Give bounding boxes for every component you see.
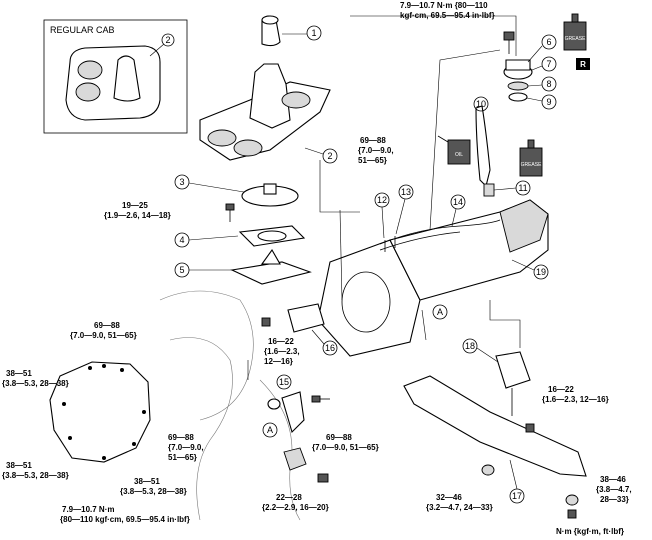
callout-13: 13	[401, 187, 411, 197]
shift-lever-10	[475, 105, 491, 188]
inset-title: REGULAR CAB	[50, 25, 115, 35]
torque-bell-top-2: {7.0—9.0, 51—65}	[70, 331, 137, 340]
reference-lines	[247, 15, 521, 380]
callout-16: 16	[325, 343, 335, 353]
oil-can: OIL	[437, 135, 471, 165]
callout-11: 11	[518, 183, 527, 193]
bottom-bolt	[283, 447, 329, 483]
callout-3: 3	[179, 177, 184, 187]
inset-cupholder-1	[77, 60, 103, 80]
boot-5	[230, 248, 312, 285]
callouts: 1 2 3 4 5 6 7 8 9 10 11 12 13 14 15 16 1…	[174, 25, 557, 504]
torque-crossmember-nut-2: {3.2—4.7, 24—33}	[426, 503, 493, 512]
regular-cab-inset: REGULAR CAB 2	[43, 19, 188, 134]
bolt-left	[225, 203, 235, 222]
torque-crossmember-right-3: 28—33}	[600, 495, 629, 504]
torque-labels: 7.9—10.7 N·m {80—110 kgf·cm, 69.5—95.4 i…	[2, 1, 632, 536]
torque-bell-left-top-1: 38—51	[6, 369, 32, 378]
units-note: N·m {kgf·m, ft·lbf}	[556, 527, 624, 536]
top-parts	[503, 31, 533, 102]
oil-can-label: OIL	[455, 152, 463, 158]
crossmember-nut	[481, 464, 495, 476]
torque-bell-right-1: 69—88	[168, 433, 194, 442]
torque-bell-left-top-2: {3.8—5.3, 28—38}	[2, 379, 69, 388]
torque-bracket16-2: {1.6—2.3,	[264, 347, 300, 356]
callout-4: 4	[179, 235, 184, 245]
torque-bell-right-3: 51—65}	[168, 453, 197, 462]
torque-center-1: 69—88	[360, 136, 386, 145]
callout-1: 1	[311, 28, 316, 38]
torque-bell-right-2: {7.0—9.0,	[168, 443, 204, 452]
r-box: R	[576, 58, 590, 70]
grease-tube-right: GREASE	[519, 139, 543, 177]
torque-bracket16-1: 16—22	[268, 337, 294, 346]
torque-center-2: {7.0—9.0,	[358, 146, 394, 155]
ref-a-2: A	[267, 425, 273, 435]
torque-crossmember-bolt-2: {1.6—2.3, 12—16}	[542, 395, 609, 404]
bushing-11	[483, 183, 495, 197]
callout-17: 17	[512, 491, 522, 501]
callout-12: 12	[377, 195, 387, 205]
callout-6: 6	[546, 37, 551, 47]
mount-18	[495, 351, 535, 433]
torque-top-right-1: 7.9—10.7 N·m {80—110	[400, 1, 488, 10]
callout-15: 15	[279, 377, 289, 387]
ref-a-1: A	[437, 307, 443, 317]
callout-14: 14	[453, 197, 463, 207]
callout-7: 7	[546, 59, 551, 69]
torque-left-bolt-1: 19—25	[122, 201, 148, 210]
torque-bell-left-bottom-1: 38—51	[6, 461, 32, 470]
inset-shift-boot	[113, 55, 141, 102]
boot-retainer-3	[241, 183, 299, 207]
torque-crossmember-bolt-1: 16—22	[548, 385, 574, 394]
torque-bracket15-2: {7.0—9.0, 51—65}	[312, 443, 379, 452]
callout-8: 8	[546, 79, 551, 89]
callout-5: 5	[179, 265, 184, 275]
shift-console	[199, 63, 331, 161]
torque-top-right-2: kgf·cm, 69.5—95.4 in·lbf}	[400, 11, 495, 20]
callout-2-inset	[161, 33, 175, 47]
callout-19: 19	[536, 267, 546, 277]
bracket-15	[267, 391, 330, 434]
torque-crossmember-right-1: 38—46	[600, 475, 626, 484]
crossmember-17	[403, 375, 587, 477]
bell-housing-outline	[49, 361, 151, 463]
torque-bottom-bolt-2: {2.2—2.9, 16—20}	[262, 503, 329, 512]
torque-crossmember-right-2: {3.8—4.7,	[596, 485, 632, 494]
grease-tube-top: GREASE	[563, 13, 587, 51]
torque-left-bolt-2: {1.9—2.6, 14—18}	[104, 211, 171, 220]
transmission-case	[317, 199, 549, 357]
torque-bell-bottom-mid-2: {3.8—5.3, 28—38}	[120, 487, 187, 496]
callout-2: 2	[327, 151, 332, 161]
torque-bell-left-bottom-2: {3.8—5.3, 28—38}	[2, 471, 69, 480]
torque-bottom-bolt-1: 22—28	[276, 493, 302, 502]
grease-top-label: GREASE	[565, 36, 587, 42]
callout-9: 9	[546, 97, 551, 107]
torque-bottom-left-2: {80—110 kgf·cm, 69.5—95.4 in·lbf}	[60, 515, 190, 524]
callout-18: 18	[465, 341, 475, 351]
gasket-4	[238, 225, 306, 247]
grease-right-label: GREASE	[521, 162, 543, 168]
shift-knob	[261, 15, 281, 47]
torque-bracket16-3: 12—16}	[264, 357, 293, 366]
inset-console	[65, 45, 161, 121]
inset-cupholder-2	[75, 82, 101, 102]
torque-bell-top-1: 69—88	[94, 321, 120, 330]
callout-2-inset-text: 2	[165, 35, 170, 45]
clutch-cylinder-16	[261, 303, 325, 333]
torque-center-3: 51—65}	[358, 156, 387, 165]
callout-10: 10	[476, 99, 486, 109]
torque-bell-bottom-mid-1: 38—51	[134, 477, 160, 486]
torque-bottom-left-1: 7.9—10.7 N·m	[62, 505, 114, 514]
r-box-label: R	[580, 60, 586, 69]
crossmember-right-bolt	[565, 494, 579, 519]
ref-a: A A	[262, 304, 448, 438]
torque-crossmember-nut-1: 32—46	[436, 493, 462, 502]
torque-bracket15-1: 69—88	[326, 433, 352, 442]
inset-frame	[43, 19, 188, 134]
